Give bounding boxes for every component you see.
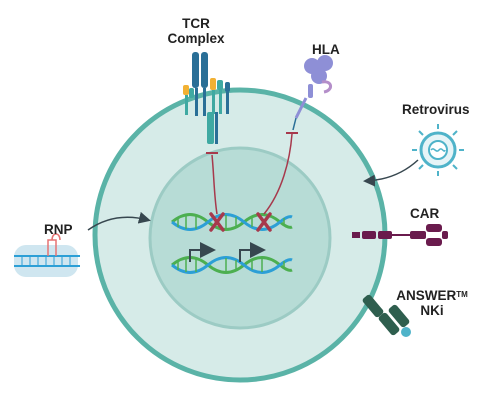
retrovirus-icon <box>412 124 464 176</box>
gene-knockout-x-left <box>209 212 225 232</box>
rnp-entry-arrow <box>87 211 151 231</box>
trademark-mark: TM <box>456 290 468 299</box>
hla-icon <box>292 55 333 131</box>
transcription-arrow-left <box>189 242 216 262</box>
tcr-inhibition-line <box>211 154 218 215</box>
retrovirus-entry-arrow <box>363 159 419 187</box>
hla-label: HLA <box>312 42 340 57</box>
answer-nki-label: ANSWERTM NKi <box>382 288 482 318</box>
tcr-label-line1: TCR <box>182 16 210 31</box>
hla-inhibition-line <box>263 133 293 215</box>
car-label: CAR <box>410 206 440 221</box>
retrovirus-label: Retrovirus <box>402 102 470 117</box>
tcr-label: TCR Complex <box>160 16 232 46</box>
answer-label: ANSWER <box>396 288 457 303</box>
gene-knockout-x-right <box>256 212 272 232</box>
car-icon <box>352 224 448 246</box>
nki-label: NKi <box>420 303 444 318</box>
answer-nki-icon <box>362 294 411 337</box>
rnp-label: RNP <box>44 222 73 237</box>
transcription-arrow-right <box>239 242 266 262</box>
nucleus <box>148 146 332 330</box>
dna-helix-icon <box>171 256 293 274</box>
tcr-complex-icon <box>183 52 230 144</box>
rnp-icon <box>14 233 80 277</box>
tcr-label-line2: Complex <box>167 31 225 46</box>
dna-helix-icon <box>171 213 293 231</box>
